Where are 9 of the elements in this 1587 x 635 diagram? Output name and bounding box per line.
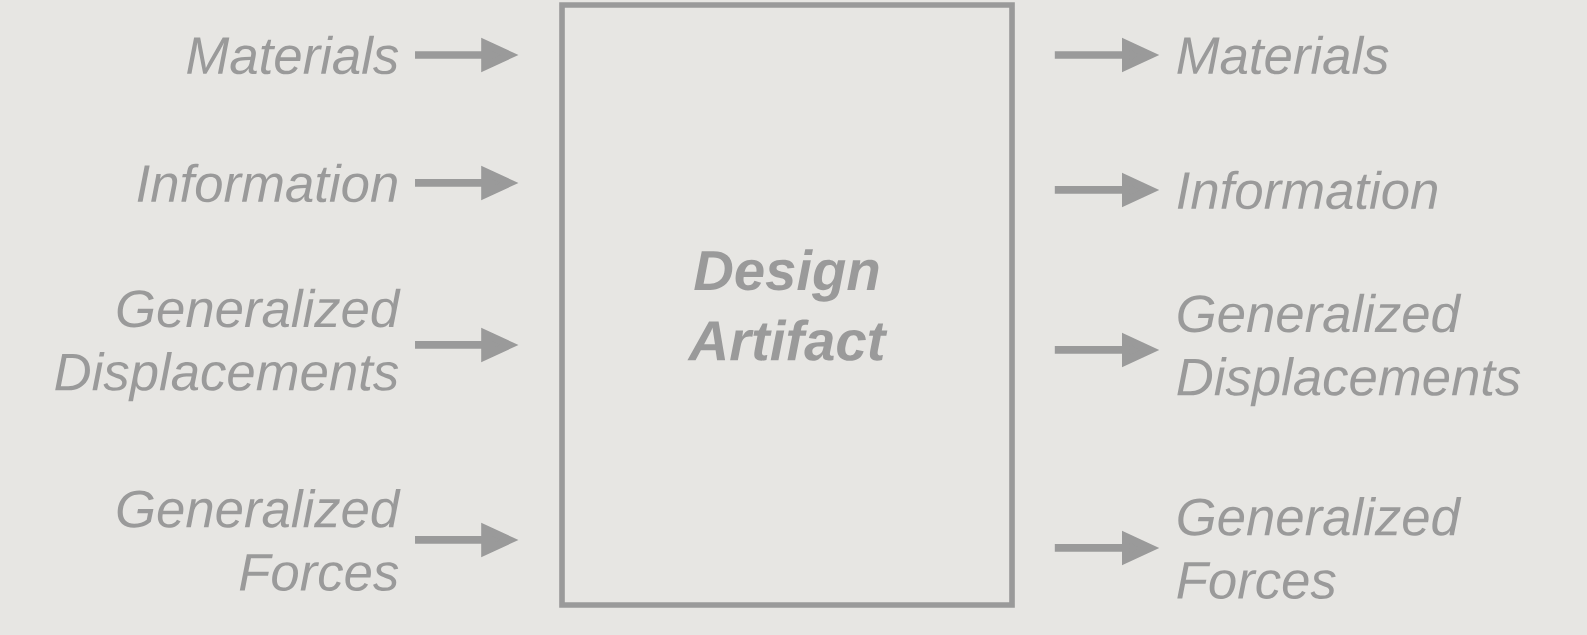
output-label: Materials: [1177, 35, 1389, 75]
input-label: Generalized Forces: [117, 489, 401, 591]
input-label: Information: [137, 163, 397, 203]
artifact-box: Design Artifact: [559, 2, 1015, 608]
input-label: Materials: [187, 35, 399, 75]
output-label: Generalized Displacements: [1177, 293, 1521, 407]
output-label: Generalized Forces: [1177, 497, 1462, 599]
input-label: Generalized Displacements: [55, 288, 401, 402]
output-label: Information: [1177, 170, 1437, 210]
